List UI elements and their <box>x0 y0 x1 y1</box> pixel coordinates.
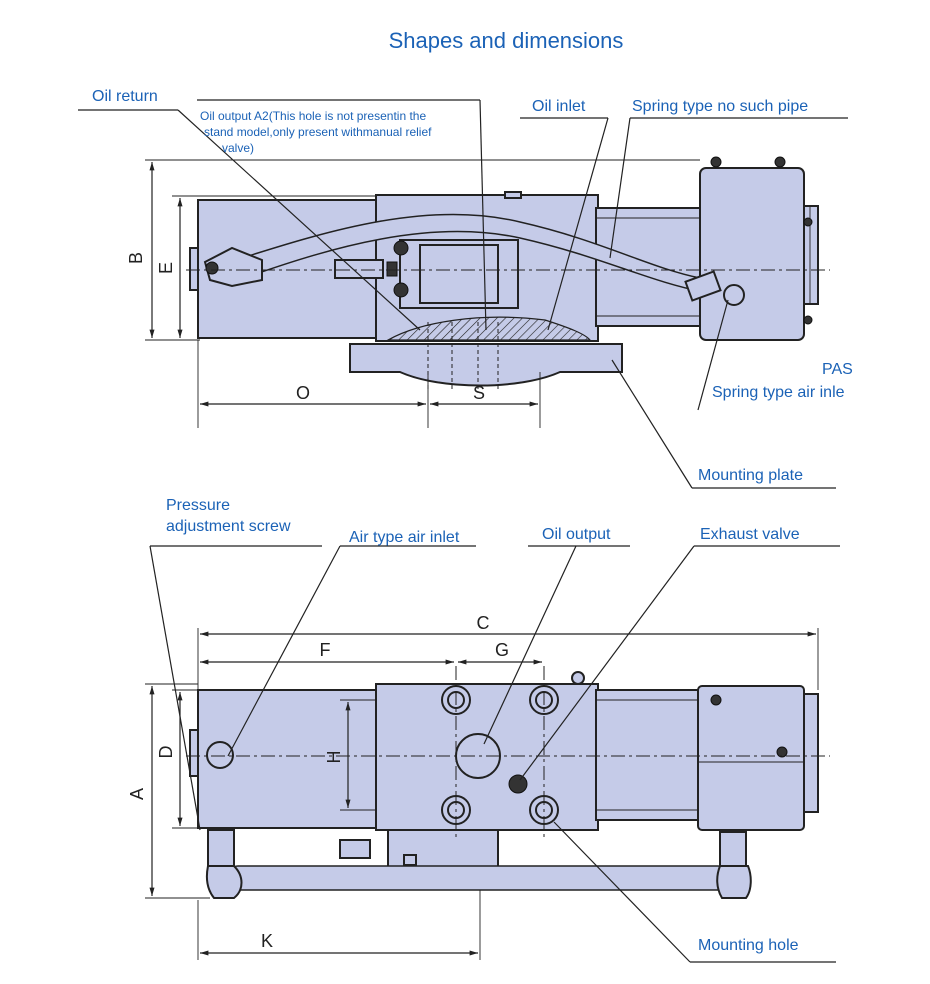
dim-d: D <box>156 746 176 759</box>
dim-c: C <box>477 613 490 633</box>
pressure-adjustment-screw <box>206 741 234 769</box>
callout-mounting-plate: Mounting plate <box>698 467 803 484</box>
callout-oil-output-a2-line3: valve) <box>222 141 254 155</box>
dim-a: A <box>127 788 147 800</box>
dim-b: B <box>126 252 146 264</box>
callout-oil-output-a2-line1: Oil output A2(This hole is not presentin… <box>200 109 426 123</box>
callout-exhaust-valve: Exhaust valve <box>700 526 800 543</box>
dim-h: H <box>324 751 344 764</box>
page-title: Shapes and dimensions <box>389 28 624 53</box>
dim-f: F <box>320 640 331 660</box>
callout-mounting-hole: Mounting hole <box>698 937 799 954</box>
callout-pas: PAS <box>822 361 853 378</box>
callout-oil-output-a2-line2: stand model,only present withmanual reli… <box>204 125 432 139</box>
exhaust-valve <box>508 774 528 794</box>
front-view-right-housing <box>697 685 805 831</box>
top-view: B E O S Oil return Oil output A2(This ho… <box>78 88 853 489</box>
front-view-cylinder <box>595 689 703 821</box>
bottom-air-pipe <box>227 865 729 891</box>
callout-oil-output: Oil output <box>542 526 611 543</box>
callout-oil-inlet: Oil inlet <box>532 98 586 115</box>
callout-spring-type-air-inlet: Spring type air inle <box>712 384 845 401</box>
dim-k: K <box>261 931 273 951</box>
dim-g: G <box>495 640 509 660</box>
callout-oil-return: Oil return <box>92 88 158 105</box>
dim-s: S <box>473 383 485 403</box>
top-view-right-housing <box>699 167 805 341</box>
callout-pressure-adjustment-screw-line1: Pressure <box>166 497 230 514</box>
callout-pressure-adjustment-screw-line2: adjustment screw <box>166 518 291 535</box>
dim-o: O <box>296 383 310 403</box>
callout-spring-type-pipe: Spring type no such pipe <box>632 98 808 115</box>
callout-air-type-air-inlet: Air type air inlet <box>349 529 460 546</box>
front-view: C F G A D H K Pressure adjustment <box>127 497 840 963</box>
dim-e: E <box>156 262 176 274</box>
